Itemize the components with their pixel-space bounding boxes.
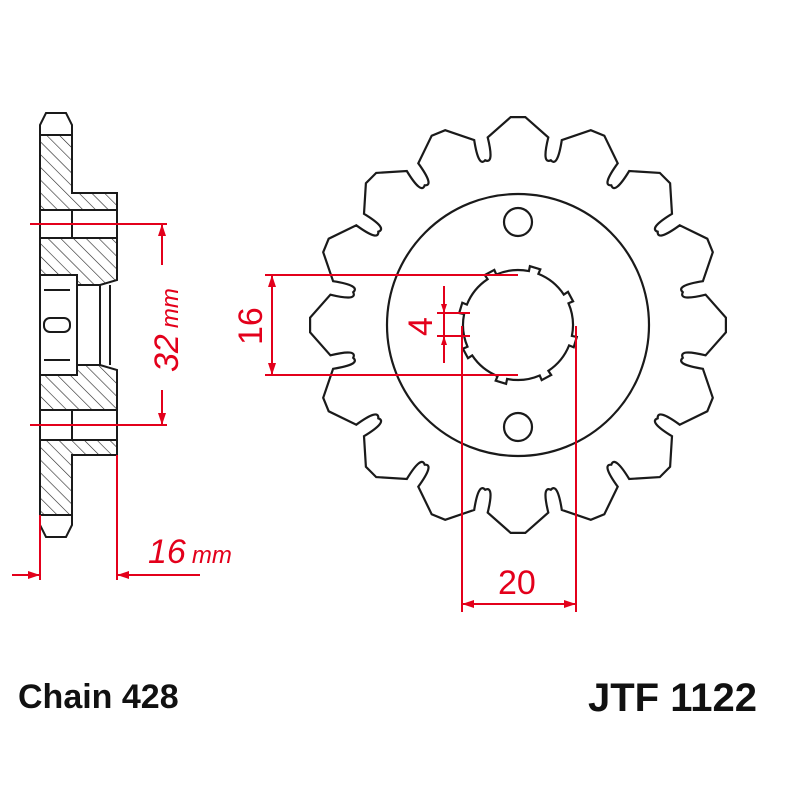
- spline-hole: [457, 264, 579, 386]
- front-view: [309, 116, 727, 534]
- bolt-circle-label: 32mm: [148, 288, 186, 372]
- spline-width-label: 20: [498, 564, 536, 602]
- side-tooth-bottom: [39, 514, 73, 538]
- bolt-hole-bottom: [502, 411, 534, 443]
- chain-label: Chain 428: [18, 678, 179, 716]
- front-dimensions: [265, 274, 577, 612]
- bolt-hole-top: [502, 206, 534, 238]
- hub-circle: [385, 192, 651, 458]
- part-number: JTF 1122: [588, 676, 758, 720]
- side-hatch-upper: [39, 134, 118, 211]
- spline-key-label: 4: [402, 317, 440, 336]
- side-dimensions: [12, 223, 200, 580]
- side-view: [39, 112, 118, 538]
- side-hatch-lower: [39, 439, 118, 516]
- spline-height-label: 16: [232, 307, 270, 345]
- side-tooth-top: [39, 112, 73, 136]
- sprocket-outline: [309, 116, 727, 534]
